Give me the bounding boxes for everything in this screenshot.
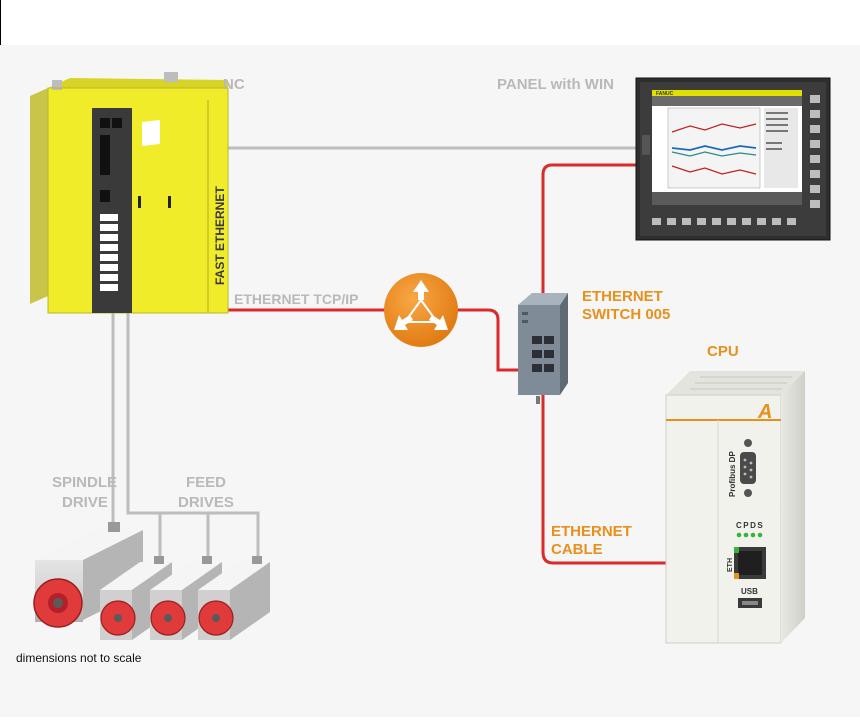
spindle-motor [33, 522, 143, 628]
profibus-label: Profibus DP [728, 451, 737, 497]
switch-cpu-cable [541, 372, 738, 565]
cpu-logo: A [757, 401, 772, 423]
feed-drives-label: FEED DRIVES [178, 473, 234, 513]
nc-cabinet [30, 72, 229, 314]
switch-label-line1: ETHERNET [582, 288, 663, 305]
cable-label-line1: ETHERNET [551, 523, 632, 540]
router-switch-cable [458, 308, 532, 372]
ethernet-cable-label: ETHERNET CABLE [551, 523, 632, 559]
cable-label-line2: CABLE [551, 541, 603, 558]
feed-label-line1: FEED [186, 474, 227, 491]
spindle-label-line2: DRIVE [62, 494, 108, 511]
router-icon [384, 273, 458, 347]
servo-motor-icon [100, 556, 270, 640]
feed-drive-cable-1 [128, 511, 162, 562]
spindle-drive-label: SPINDLE DRIVE [52, 473, 117, 513]
usb-label: USB [741, 587, 758, 596]
cpu-module: A Profibus DP CPDS ETH USB [665, 371, 805, 644]
cpu-label: CPU [707, 343, 739, 360]
eth-label: ETH [727, 558, 734, 572]
ethernet-tcpip-label: ETHERNET TCP/IP [234, 291, 359, 307]
operator-panel [635, 77, 831, 241]
cpds-label: CPDS [736, 521, 764, 530]
feed-label-line2: DRIVES [178, 494, 234, 511]
fast-ethernet-label: FAST ETHERNET [213, 186, 227, 285]
panel-label: PANEL with WIN [497, 76, 614, 93]
scale-note: dimensions not to scale [16, 651, 142, 665]
switch-label-line2: SWITCH 005 [582, 306, 671, 323]
spindle-label-line1: SPINDLE [52, 474, 118, 491]
nc-label: NC [223, 76, 245, 93]
gray-cables [111, 146, 636, 562]
panel-brand: FANUC [656, 91, 674, 97]
switch-label: ETHERNET SWITCH 005 [582, 288, 670, 324]
ethernet-switch-icon [518, 293, 568, 404]
panel-switch-cable [541, 163, 636, 345]
